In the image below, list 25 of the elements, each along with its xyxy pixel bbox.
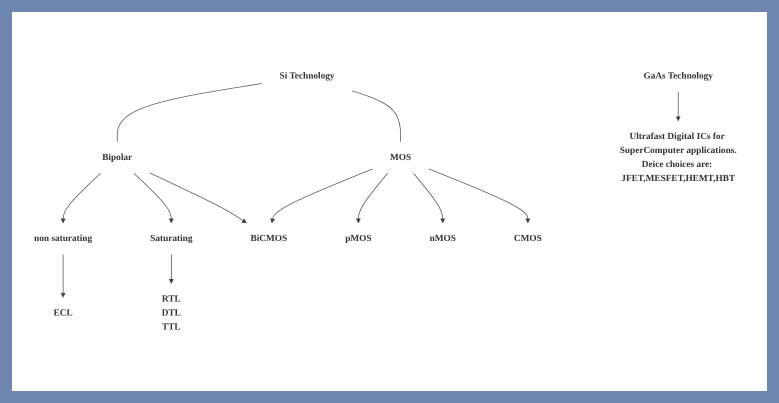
arrow bbox=[149, 172, 247, 224]
node-text: Saturating bbox=[150, 233, 192, 244]
node-text: Si Technology bbox=[280, 70, 335, 81]
node-text: pMOS bbox=[345, 233, 372, 244]
node-text: RTL DTL TTL bbox=[162, 294, 181, 332]
arrow bbox=[356, 172, 388, 224]
node-text: CMOS bbox=[514, 233, 542, 244]
connector bbox=[116, 82, 262, 142]
connector bbox=[352, 90, 401, 142]
node-text: Bipolar bbox=[102, 152, 132, 162]
arrow bbox=[133, 172, 174, 224]
node-text: BiCMOS bbox=[250, 233, 288, 244]
node-text: MOS bbox=[390, 152, 412, 162]
arrow bbox=[413, 172, 446, 224]
node-text: GaAs Technology bbox=[643, 70, 713, 81]
node-text: ECL bbox=[54, 308, 73, 318]
arrow bbox=[270, 168, 373, 224]
arrow bbox=[60, 172, 101, 224]
node-text: Ultrafast Digital ICs for SuperComputer applications. Deice choices are: JFET,MESFET,HEMT,HBT bbox=[620, 131, 737, 183]
arrow bbox=[168, 254, 174, 284]
node-text: non saturating bbox=[34, 233, 92, 244]
node-text: nMOS bbox=[430, 233, 456, 244]
arrow bbox=[60, 254, 66, 298]
arrow bbox=[428, 168, 530, 224]
arrow bbox=[676, 91, 681, 122]
